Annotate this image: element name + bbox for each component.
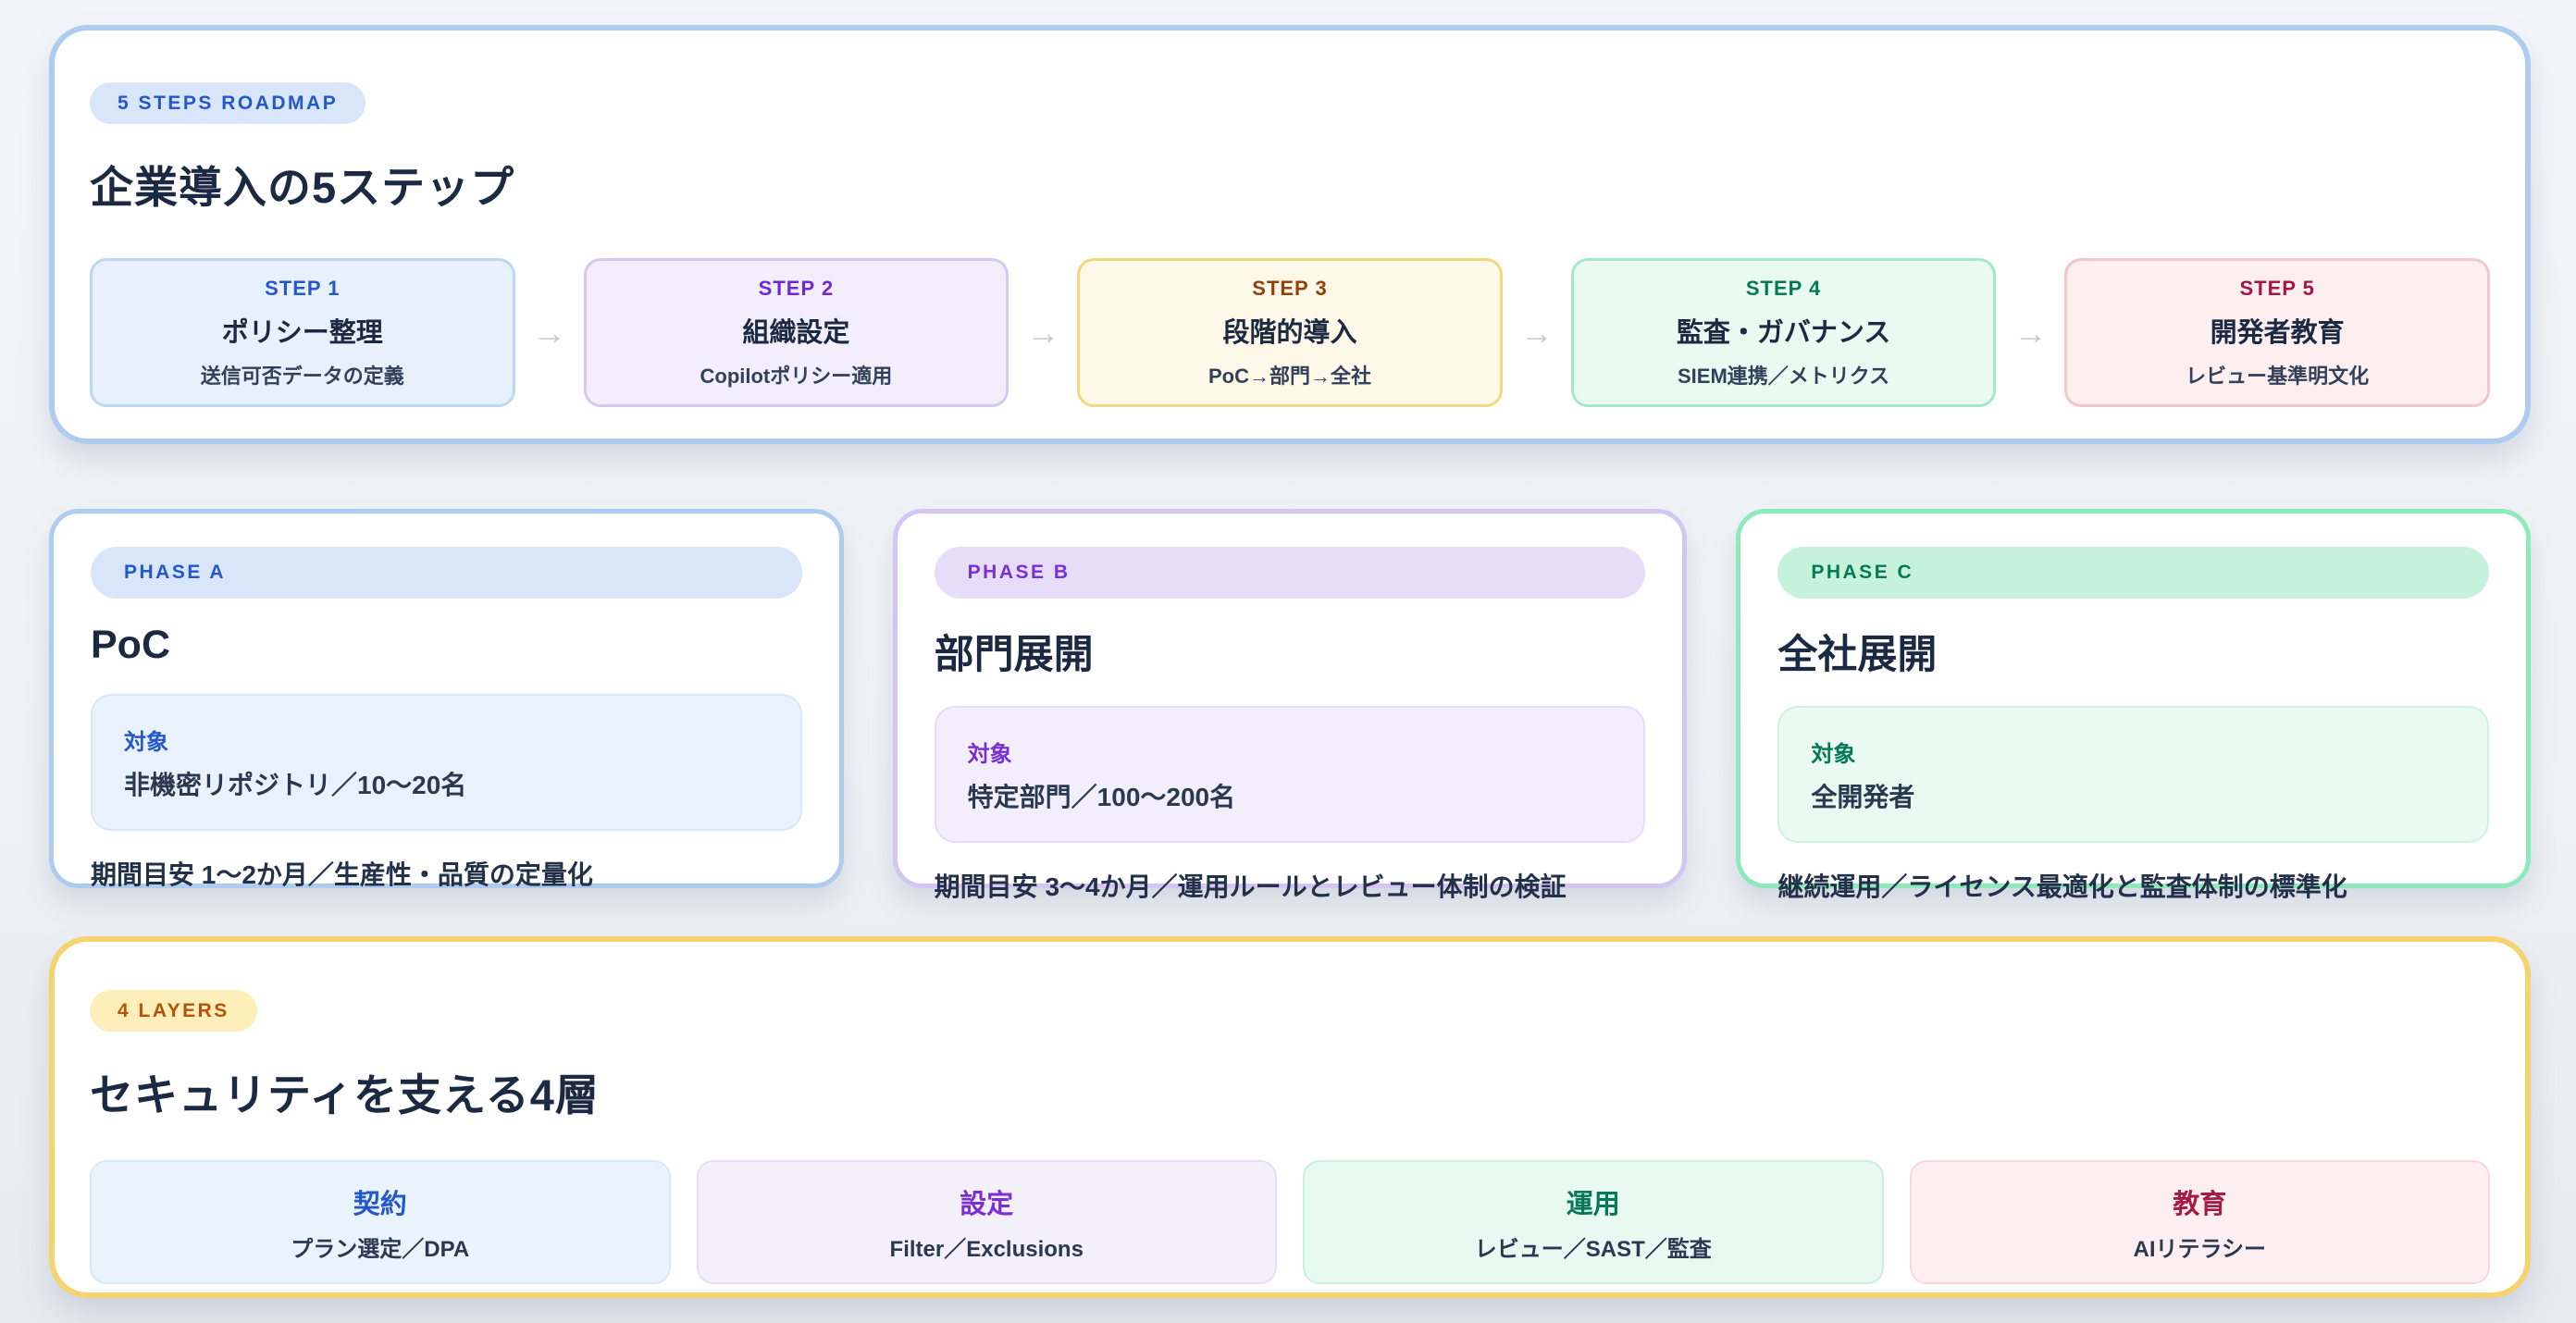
target-value: 非機密リポジトリ／10〜20名	[124, 770, 467, 799]
layers-section: 4 LAYERS セキュリティを支える4層 契約 プラン選定／DPA 設定 Fi…	[49, 936, 2531, 1298]
roadmap-title: 企業導入の5ステップ	[90, 163, 515, 212]
phase-title: 部門展開	[934, 633, 1094, 677]
step-title: 段階的導入	[1222, 317, 1357, 348]
phase-title: PoC	[91, 623, 170, 667]
layer-card-operations: 運用 レビュー／SAST／監査	[1303, 1160, 1884, 1284]
layer-title: 契約	[353, 1189, 407, 1219]
layer-desc: プラン選定／DPA	[291, 1236, 470, 1262]
phase-row: PHASE A PoC 対象 非機密リポジトリ／10〜20名 期間目安 1〜2か…	[49, 509, 2532, 901]
step-card-5: STEP 5 開発者教育 レビュー基準明文化	[2064, 258, 2490, 407]
layer-card-education: 教育 AIリテラシー	[1909, 1160, 2490, 1284]
step-label: STEP 2	[758, 276, 835, 300]
step-title: 監査・ガバナンス	[1676, 317, 1891, 348]
phase-card-c: PHASE C 全社展開 対象 全開発者 継続運用／ライセンス最適化と監査体制の…	[1736, 509, 2532, 901]
layers-title: セキュリティを支える4層	[90, 1070, 600, 1119]
phase-badge: PHASE B	[934, 547, 1646, 599]
step-title: 組織設定	[742, 317, 850, 348]
target-box: 対象 全開発者	[1777, 706, 2490, 843]
phase-card-b: PHASE B 部門展開 対象 特定部門／100〜200名 期間目安 3〜4か月…	[892, 509, 1688, 901]
step-card-3: STEP 3 段階的導入 PoC→部門→全社	[1077, 258, 1503, 407]
step-desc: レビュー基準明文化	[2186, 364, 2370, 388]
step-label: STEP 5	[2239, 276, 2315, 300]
layer-desc: AIリテラシー	[2133, 1236, 2267, 1262]
target-box: 対象 特定部門／100〜200名	[934, 706, 1646, 843]
steps-row: STEP 1 ポリシー整理 送信可否データの定義 → STEP 2 組織設定 C…	[90, 258, 2490, 407]
target-value: 全開発者	[1811, 782, 1915, 811]
layer-desc: レビュー／SAST／監査	[1474, 1236, 1712, 1262]
layers-row: 契約 プラン選定／DPA 設定 Filter／Exclusions 運用 レビュ…	[90, 1160, 2490, 1284]
layer-desc: Filter／Exclusions	[889, 1236, 1084, 1262]
layer-title: 運用	[1566, 1189, 1620, 1219]
step-card-1: STEP 1 ポリシー整理 送信可否データの定義	[90, 258, 515, 407]
phase-title: 全社展開	[1777, 633, 1938, 677]
phase-badge: PHASE A	[91, 547, 802, 599]
step-desc: 送信可否データの定義	[200, 364, 404, 388]
step-title: 開発者教育	[2210, 317, 2345, 348]
roadmap-badge: 5 STEPS ROADMAP	[90, 82, 366, 124]
step-label: STEP 4	[1745, 276, 1822, 300]
step-desc: PoC→部門→全社	[1208, 364, 1371, 388]
layer-title: 設定	[960, 1189, 1014, 1219]
step-card-4: STEP 4 監査・ガバナンス SIEM連携／メトリクス	[1570, 258, 1997, 407]
phase-footer: 期間目安 3〜4か月／運用ルールとレビュー体制の検証	[934, 872, 1567, 901]
step-desc: SIEM連携／メトリクス	[1678, 364, 1890, 388]
arrow-right-icon: →	[532, 313, 566, 352]
layer-title: 教育	[2173, 1189, 2227, 1219]
step-desc: Copilotポリシー適用	[700, 364, 893, 388]
target-label: 対象	[1811, 741, 1856, 767]
phase-footer: 期間目安 1〜2か月／生産性・品質の定量化	[91, 860, 593, 889]
layers-badge: 4 LAYERS	[90, 990, 257, 1032]
step-label: STEP 1	[265, 276, 341, 300]
layer-card-contract: 契約 プラン選定／DPA	[90, 1160, 671, 1284]
layer-card-settings: 設定 Filter／Exclusions	[696, 1160, 1277, 1284]
target-label: 対象	[124, 729, 168, 755]
step-title: ポリシー整理	[221, 317, 383, 348]
phase-card-a: PHASE A PoC 対象 非機密リポジトリ／10〜20名 期間目安 1〜2か…	[49, 509, 844, 889]
arrow-right-icon: →	[2013, 313, 2048, 352]
phase-footer: 継続運用／ライセンス最適化と監査体制の標準化	[1777, 872, 2347, 901]
target-value: 特定部門／100〜200名	[967, 782, 1236, 811]
arrow-right-icon: →	[1519, 313, 1554, 352]
target-label: 対象	[967, 741, 1012, 767]
roadmap-section: 5 STEPS ROADMAP 企業導入の5ステップ STEP 1 ポリシー整理…	[49, 25, 2531, 444]
step-label: STEP 3	[1252, 276, 1328, 300]
arrow-right-icon: →	[1026, 313, 1060, 352]
target-box: 対象 非機密リポジトリ／10〜20名	[91, 694, 802, 831]
phase-badge: PHASE C	[1777, 547, 2490, 599]
step-card-2: STEP 2 組織設定 Copilotポリシー適用	[583, 258, 1009, 407]
